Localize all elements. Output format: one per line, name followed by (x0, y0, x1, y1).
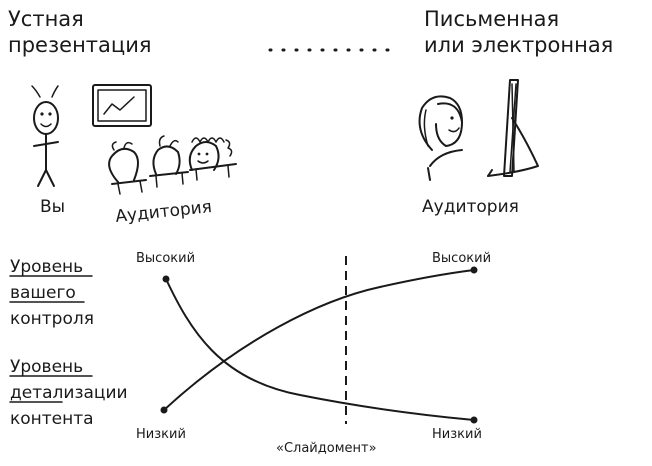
oral-heading-line1: Устная (8, 7, 84, 31)
audience-group-icon (108, 135, 237, 195)
written-heading-line2: или электронная (424, 33, 613, 57)
right-low-label: Низкий (432, 427, 482, 442)
detail-start-point (160, 406, 168, 414)
speaker-icon (31, 85, 59, 187)
detail-curve (163, 269, 475, 411)
reader-icon (418, 95, 463, 181)
chart-board-icon (92, 84, 152, 127)
audience-label-right: Аудитория (422, 197, 519, 217)
detail-end-point (470, 266, 478, 274)
control-label-line3: контроля (10, 309, 94, 329)
detail-label-line2: детализации (10, 383, 128, 403)
detail-label-line1: Уровень (10, 357, 83, 377)
detail-label-line3: контента (10, 409, 94, 429)
slidedoc-label: «Слайдомент» (276, 441, 377, 456)
control-axis-label: Уровень вашего контроля (9, 257, 94, 329)
you-label: Вы (40, 197, 65, 217)
oral-heading: Устная презентация (8, 7, 151, 57)
detail-axis-label: Уровень детализации контента (9, 357, 128, 429)
control-label-line1: Уровень (10, 257, 83, 277)
written-heading: Письменная или электронная (424, 7, 613, 57)
left-high-label: Высокий (136, 251, 195, 266)
control-label-line2: вашего (10, 283, 76, 303)
control-end-point (470, 416, 478, 424)
audience-label-left: Аудитория (114, 197, 212, 227)
right-high-label: Высокий (432, 251, 491, 266)
left-low-label: Низкий (136, 427, 186, 442)
written-heading-line1: Письменная (424, 7, 559, 31)
screen-icon (487, 79, 539, 177)
oral-heading-line2: презентация (8, 33, 151, 57)
control-curve (165, 278, 475, 421)
control-start-point (162, 275, 170, 283)
